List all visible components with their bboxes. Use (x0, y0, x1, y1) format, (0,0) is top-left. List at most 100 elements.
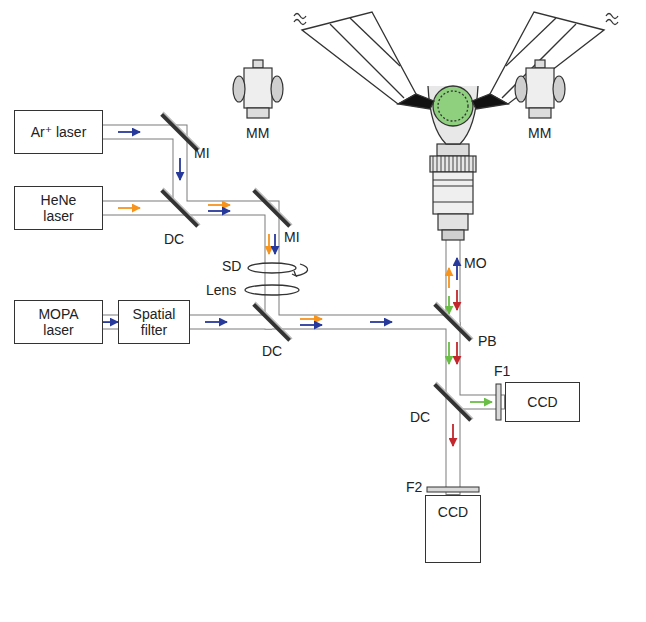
mirror (162, 190, 198, 226)
micropipette-holder (294, 12, 618, 109)
part-label: DC (410, 410, 430, 425)
mirror (255, 302, 292, 339)
microscope-objective (442, 230, 464, 240)
microscope-objective (433, 201, 473, 202)
part-label: MM (246, 126, 269, 141)
microscope-objective (437, 144, 469, 156)
laser-box: MOPA laser (14, 300, 103, 344)
part-label: DC (164, 232, 184, 247)
beam-arrow (205, 321, 227, 323)
beam-arrow (448, 268, 450, 288)
node-text: MOPA laser (31, 306, 87, 338)
microscope-objective (433, 179, 473, 180)
part-label: MI (194, 146, 210, 161)
beam-arrow (456, 258, 458, 280)
laser-box: HeNe laser (14, 186, 103, 230)
micromanipulator (271, 76, 283, 102)
spinning-disk (248, 263, 296, 273)
beam-arrow (300, 324, 322, 326)
part-label: PB (478, 334, 497, 349)
ccd-camera: CCD (505, 382, 580, 422)
part-label: F2 (406, 480, 422, 495)
micromanipulator (515, 76, 527, 102)
microscope-objective (433, 172, 473, 214)
micropipette-holder (350, 18, 400, 66)
beam-arrow (370, 321, 392, 323)
micromanipulator (247, 108, 269, 118)
beam-arrow (470, 401, 492, 403)
beam-arrow (456, 342, 458, 364)
filter (427, 487, 479, 492)
beam-arrow (274, 234, 276, 254)
part-label: F1 (494, 364, 510, 379)
microscope-objective (433, 185, 473, 186)
mirror (163, 112, 200, 149)
spinning-disk (292, 271, 296, 276)
micromanipulator (233, 76, 245, 102)
ccd-camera: CCD (425, 495, 481, 563)
mirror (162, 114, 471, 420)
part-label: MI (284, 230, 300, 245)
laser-beam (102, 132, 504, 494)
mirror (435, 304, 471, 340)
mirror (255, 188, 292, 225)
micropipette-holder (294, 14, 306, 25)
beam-connector (103, 321, 118, 323)
sample-chamber (438, 91, 468, 121)
part-label: MO (464, 256, 487, 271)
beam-arrow (179, 158, 181, 180)
lens (245, 285, 299, 295)
microscope-objective (430, 156, 476, 172)
beam-arrow (448, 342, 450, 364)
filter (496, 384, 501, 420)
microscope-objective (438, 214, 468, 230)
beam-arrow (208, 210, 230, 212)
node-text: Spatial filter (128, 306, 180, 338)
sample-chamber (433, 86, 473, 126)
mirror (254, 304, 290, 340)
micromanipulator (526, 68, 554, 108)
micromanipulator (253, 60, 263, 68)
part-label: DC (262, 344, 282, 359)
lens (245, 285, 299, 295)
beam-arrow (448, 296, 450, 314)
mirror (435, 384, 471, 420)
micromanipulator (535, 60, 545, 68)
part-label: MM (528, 126, 551, 141)
laser-box: Ar⁺ laser (14, 110, 103, 154)
spinning-disk (248, 263, 308, 276)
mirror (162, 112, 473, 420)
micropipette-holder (472, 94, 508, 109)
beam-arrow (300, 318, 322, 320)
micropipette-holder (302, 12, 416, 104)
mirror (163, 188, 200, 225)
micromanipulator (529, 108, 551, 118)
micromanipulator (553, 76, 565, 102)
laser-beam (103, 132, 505, 495)
micropipette-holder (398, 94, 434, 109)
beam-arrow (118, 131, 140, 133)
node-text: HeNe laser (31, 192, 87, 224)
part-label: SD (222, 259, 241, 274)
filter (427, 384, 501, 492)
filter-box: Spatial filter (118, 300, 190, 344)
micropipette-holder (506, 18, 556, 66)
sample-chamber (428, 86, 478, 144)
mirror (163, 112, 473, 419)
micropipette-holder (606, 14, 618, 25)
node-text: Ar⁺ laser (31, 124, 87, 140)
beam-arrow (456, 290, 458, 310)
beam-arrow (208, 204, 230, 206)
node-text: CCD (527, 394, 557, 410)
microscope-objective (430, 144, 476, 240)
micromanipulator (515, 60, 565, 118)
mirror (436, 302, 473, 339)
spinning-disk (296, 264, 308, 276)
mirror (436, 382, 473, 419)
beam-arrow (268, 234, 270, 254)
micromanipulator (233, 60, 283, 118)
laser-beam (102, 132, 505, 495)
sample-chamber (428, 86, 478, 144)
mirror (254, 190, 290, 226)
beam-arrow (118, 207, 140, 209)
